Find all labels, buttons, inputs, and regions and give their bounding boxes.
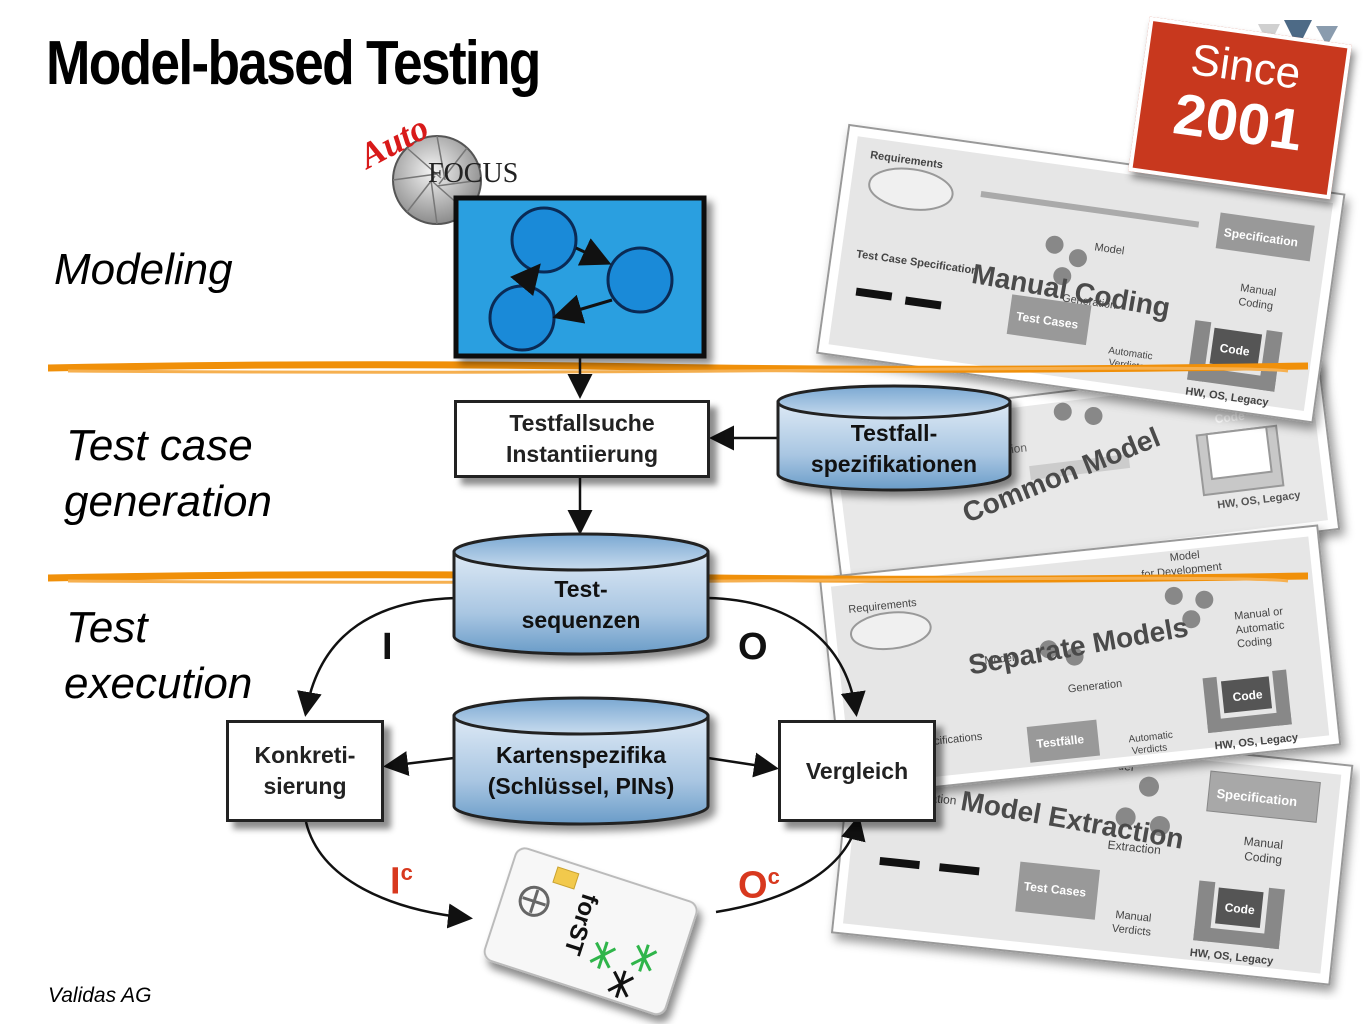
svg-text:Coding: Coding xyxy=(1238,296,1274,313)
node-testfallsuche-line2: Instantiierung xyxy=(505,441,659,467)
svg-text:Model: Model xyxy=(984,652,1015,667)
approach-card-separate-models: Requirements Model for Development Manua… xyxy=(818,524,1342,798)
svg-text:Test Cases: Test Cases xyxy=(1023,879,1087,899)
svg-text:Code: Code xyxy=(1214,409,1246,427)
io-label-output-concrete: Oc xyxy=(738,864,780,908)
phase-label-execution-2: execution xyxy=(64,659,253,708)
cylinder-testsequenzen-line1: Test- xyxy=(554,576,608,602)
cylinder-testsequenzen-text: Test- sequenzen xyxy=(456,574,706,636)
svg-text:Model: Model xyxy=(1169,549,1200,564)
svg-text:Manual or: Manual or xyxy=(1234,606,1284,623)
phase-label-generation-2: generation xyxy=(64,477,272,526)
io-label-input: I xyxy=(382,626,393,668)
io-label-input-concrete-base: I xyxy=(390,860,401,903)
autofocus-logo-focus: Focus xyxy=(428,158,519,189)
page-title: Model-based Testing xyxy=(46,29,541,98)
node-testfallsuche-line1: Testfallsuche xyxy=(509,410,655,436)
node-vergleich-label: Vergleich xyxy=(805,757,909,784)
cylinder-karten-line1: Kartenspezifika xyxy=(495,742,666,768)
svg-text:Model: Model xyxy=(1094,241,1125,257)
footer-company: Validas AG xyxy=(48,984,152,1007)
io-label-output-concrete-base: O xyxy=(738,864,768,907)
svg-text:Verdicts: Verdicts xyxy=(1111,923,1152,939)
cylinder-kartenspezifika xyxy=(452,696,710,826)
io-label-input-concrete: Ic xyxy=(390,860,413,904)
node-konkretisierung-line1: Konkreti- xyxy=(254,742,356,768)
svg-text:Manual: Manual xyxy=(1240,282,1277,299)
svg-text:Verdicts: Verdicts xyxy=(1131,742,1168,757)
node-vergleich: Vergleich xyxy=(778,720,936,822)
svg-text:Coding: Coding xyxy=(1237,635,1273,651)
node-testfallsuche: Testfallsuche Instantiierung xyxy=(454,400,710,478)
cylinder-testsequenzen-line2: sequenzen xyxy=(521,607,641,633)
svg-text:Extraction: Extraction xyxy=(1107,838,1162,858)
state-model-box xyxy=(453,195,707,359)
phase-label-generation-1: Test case xyxy=(66,421,253,470)
svg-text:Generation: Generation xyxy=(1067,678,1122,696)
phase-divider-top xyxy=(48,361,1308,374)
cylinder-testfallspez-line2: spezifikationen xyxy=(810,451,978,477)
io-label-output: O xyxy=(738,626,768,668)
cylinder-karten-line2: (Schlüssel, PINs) xyxy=(487,773,675,799)
svg-text:Coding: Coding xyxy=(1244,849,1283,867)
cylinder-testfallspez-text: Testfall- spezifikationen xyxy=(780,418,1008,480)
phase-label-modeling: Modeling xyxy=(54,245,233,294)
svg-text:Code: Code xyxy=(1224,900,1256,917)
svg-text:Manual: Manual xyxy=(1243,834,1284,852)
node-konkretisierung-line2: sierung xyxy=(263,773,347,799)
cylinder-testsequenzen xyxy=(452,532,710,656)
cylinder-karten-text: Kartenspezifika (Schlüssel, PINs) xyxy=(456,740,706,802)
node-konkretisierung: Konkreti- sierung xyxy=(226,720,384,822)
svg-text:Automatic: Automatic xyxy=(1128,730,1173,746)
forst-smart-card: forST xyxy=(483,847,698,1016)
svg-text:Testfälle: Testfälle xyxy=(1036,732,1085,751)
cylinder-testfallspez-line1: Testfall- xyxy=(850,420,938,446)
svg-text:Automatic: Automatic xyxy=(1235,619,1285,636)
approach-cards-illustration: eneration Code HW, OS, Legacy Specificat… xyxy=(816,123,1354,986)
svg-text:Manual: Manual xyxy=(1115,909,1152,925)
phase-label-execution-1: Test xyxy=(66,603,148,652)
svg-text:Code: Code xyxy=(1232,687,1264,704)
svg-text:Code: Code xyxy=(1219,341,1251,359)
io-label-input-concrete-sup: c xyxy=(400,860,413,885)
io-label-output-concrete-sup: c xyxy=(767,864,780,889)
approach-card-manual-coding: Requirements Specification Model Manual … xyxy=(816,123,1346,424)
cylinder-testfall-spezifikationen xyxy=(776,384,1012,492)
